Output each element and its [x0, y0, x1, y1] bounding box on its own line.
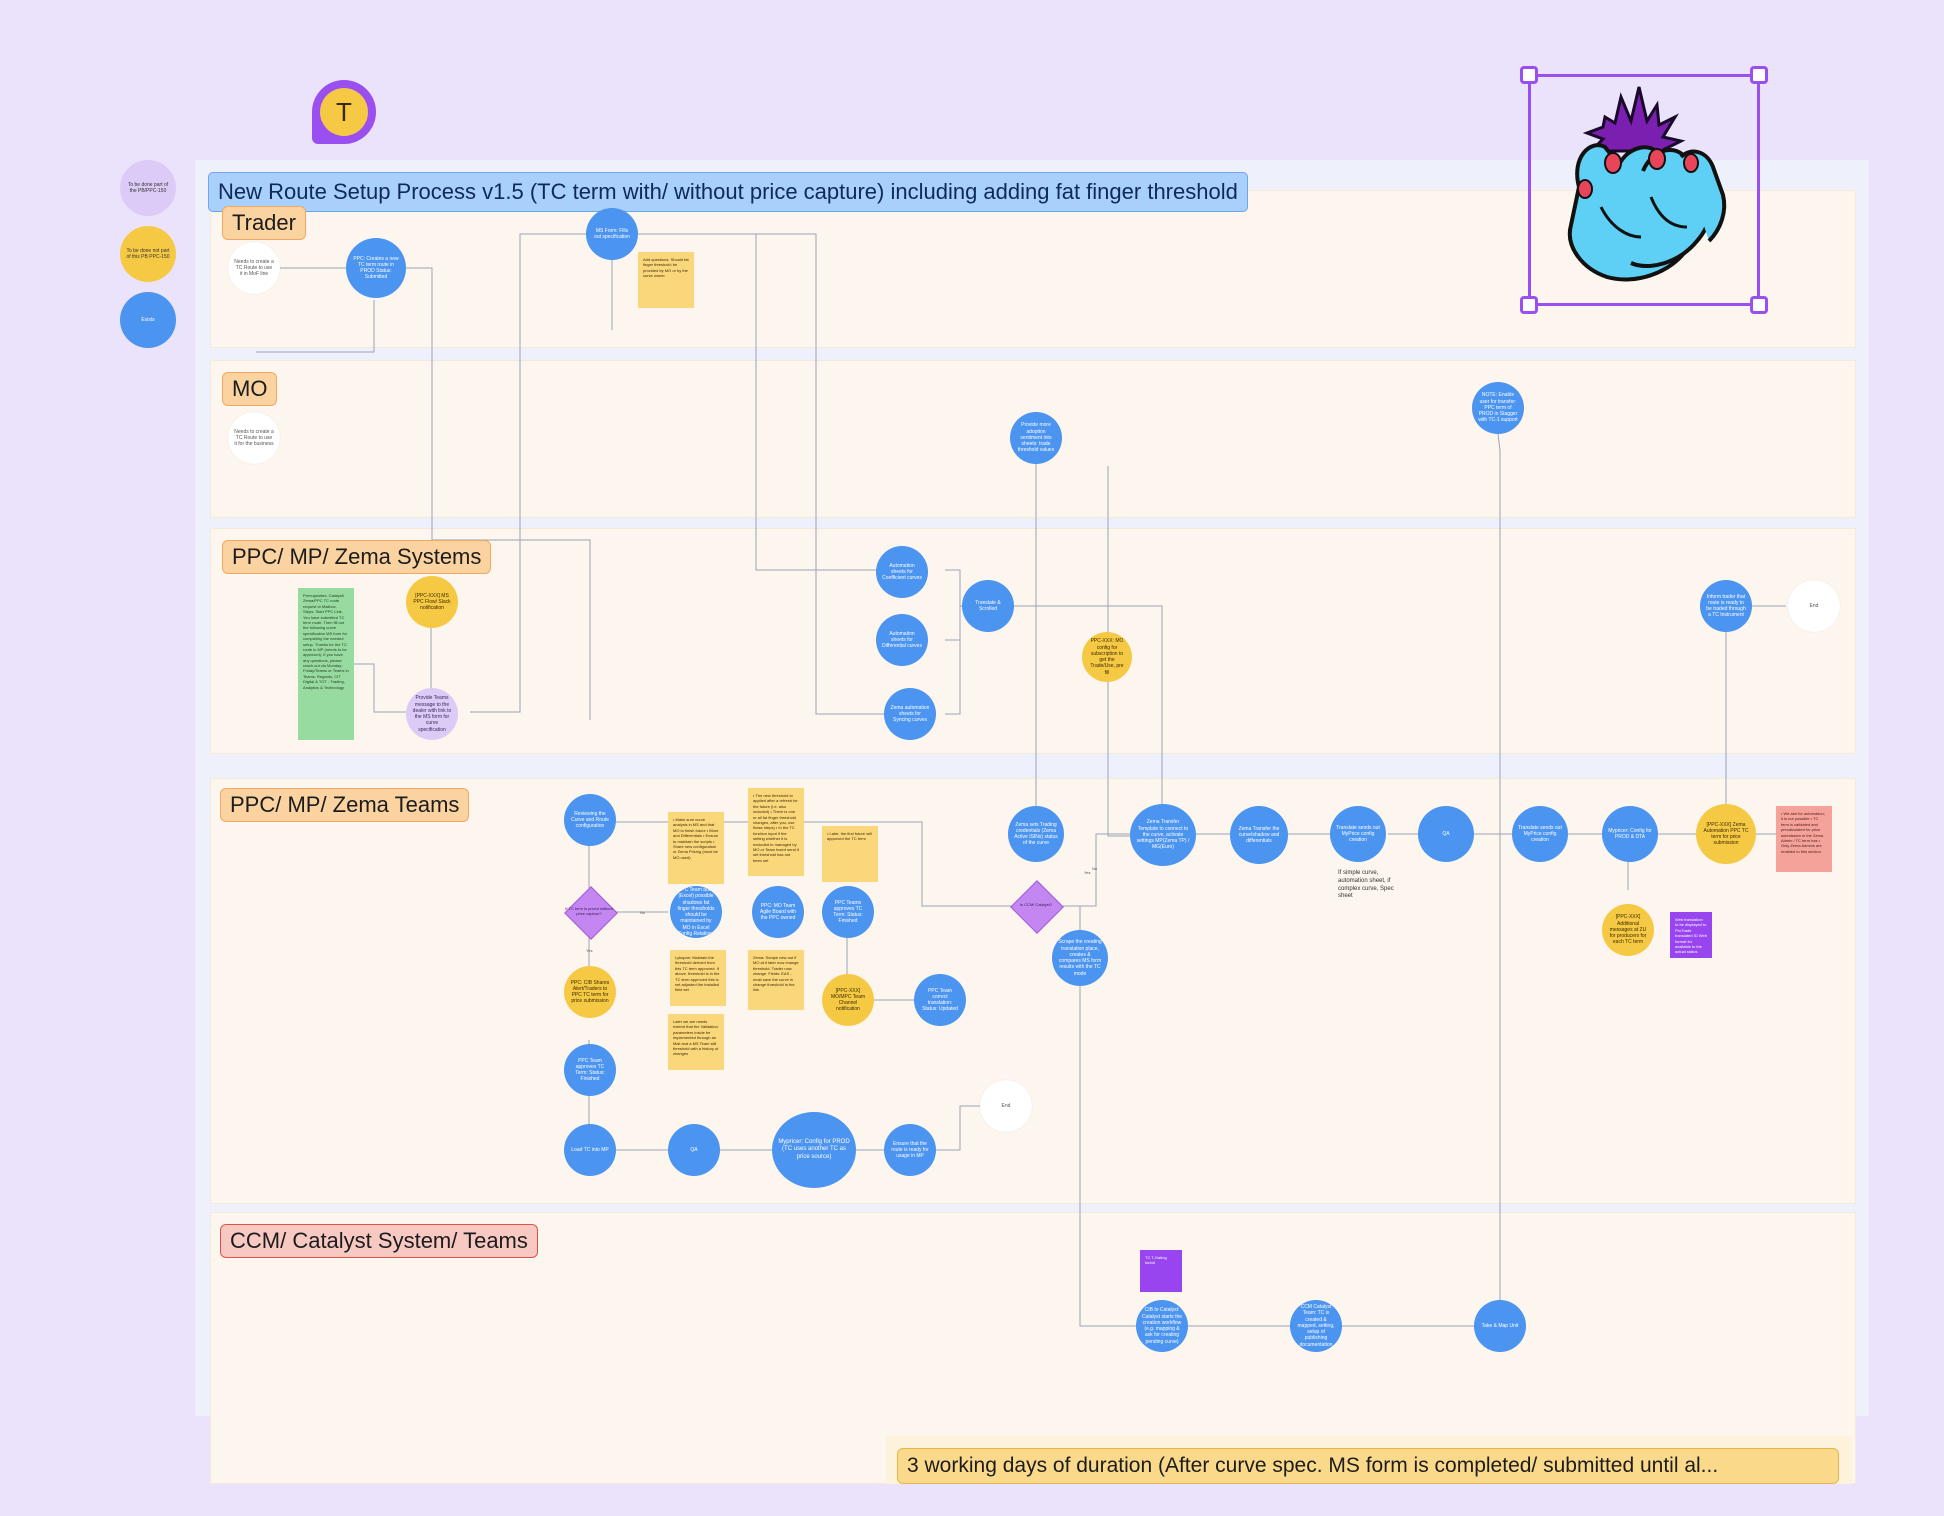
node-mo-provide[interactable]: Provide more adoption sentiment into she…: [1010, 412, 1062, 464]
node-auto-coeff[interactable]: Automation sheets for Coefficient curves: [876, 546, 928, 598]
node-mypricer[interactable]: Mypricer: Config for PROD (TC uses anoth…: [772, 1112, 856, 1188]
node-qa-2[interactable]: QA: [1418, 806, 1474, 862]
node-zema-trans[interactable]: Zema Transfer the curve/shadow and diffe…: [1230, 806, 1288, 864]
node-mo-start[interactable]: Needs to create a TC Route to use it for…: [228, 412, 280, 464]
page-title: New Route Setup Process v1.5 (TC term wi…: [208, 172, 1248, 212]
node-teams-yes[interactable]: PPC: CIB Shares Alert/Traders to PPC TC …: [564, 966, 616, 1018]
node-mypricer-cfg[interactable]: Mypricer: Config for PROD & DTA: [1602, 806, 1658, 862]
resize-handle-se[interactable]: [1750, 296, 1768, 314]
clapping-hands-sticker[interactable]: [1531, 77, 1757, 303]
node-teams-start[interactable]: Reviewing the Curve and Route configurat…: [564, 794, 616, 846]
node-scrape-cols[interactable]: Scrape the creating translation place, c…: [1052, 930, 1108, 986]
node-zema-auto[interactable]: Zema automation sheets for Syncing curve…: [884, 688, 936, 740]
node-sys-route[interactable]: Provide Teams message to the dealer with…: [406, 688, 458, 740]
lane-label-teams: PPC/ MP/ Zema Teams: [220, 788, 470, 822]
node-zema-tc[interactable]: Zema Transfer Template to connect to the…: [1130, 804, 1196, 866]
footer-duration: 3 working days of duration (After curve …: [897, 1448, 1839, 1484]
legend-exists: Exists: [120, 292, 176, 348]
note-teams-5[interactable]: Zema: Scrape new out if MO at it later n…: [748, 950, 804, 1010]
decision-ccm-label: Is CCM/ Catalyst?: [1019, 902, 1053, 907]
edge-label-yes-2: Yes: [586, 948, 593, 953]
node-auto-diff[interactable]: Automation sheets for Differential curve…: [876, 614, 928, 666]
node-qa-mid[interactable]: Translate sends out MyPrice config creat…: [1330, 806, 1386, 862]
lane-label-trader: Trader: [222, 206, 306, 240]
node-ms-form[interactable]: MS Form: Fills out specification: [586, 208, 638, 260]
note-teams-6[interactable]: Later we are needs extend that the Valid…: [668, 1014, 724, 1070]
node-ppc-adds[interactable]: PPC Team adds (Excel) possible shadows f…: [670, 886, 722, 938]
node-end-1[interactable]: End: [1788, 580, 1840, 632]
node-trader-start[interactable]: Needs to create a TC Route to use it in …: [228, 242, 280, 294]
note-teams-2[interactable]: • The new threshold to applied after a r…: [748, 788, 804, 876]
node-ensure[interactable]: Ensure that the route is ready for usage…: [884, 1124, 936, 1176]
node-ccm-2[interactable]: CCM Catalyst Team: TC is created & mappe…: [1290, 1300, 1342, 1352]
node-teams-approve[interactable]: PPC Teams approves TC Term: Status: Fini…: [822, 886, 874, 938]
legend-to-be-done: To be done part of the PB/PPC-150: [120, 160, 176, 216]
node-ppc-agile[interactable]: PPC: MO Team Agile Board with the PPC ow…: [752, 886, 804, 938]
note-purple[interactable]: Web translation to be displayed to ProTr…: [1670, 912, 1712, 958]
decision-price-capture-label: If TC term is priced without price captu…: [565, 906, 613, 916]
node-zema-trading[interactable]: Zema sets Trading credentials (Zema Acti…: [1008, 806, 1064, 862]
resize-handle-ne[interactable]: [1750, 66, 1768, 84]
node-yellow-ppc[interactable]: [PPC-XXX] MO/MPC Team Channel notificati…: [822, 974, 874, 1026]
lane-label-ccm: CCM/ Catalyst System/ Teams: [220, 1224, 538, 1258]
note-teams-4[interactable]: Lykopan: Maintain the threshold derived …: [670, 950, 726, 1006]
lane-label-systems: PPC/ MP/ Zema Systems: [222, 540, 492, 574]
node-ppc-mo-yellow[interactable]: PPC-XXX: MO config for subscription to g…: [1082, 632, 1132, 682]
collaborator-avatar[interactable]: T: [312, 80, 376, 144]
selection-box[interactable]: [1528, 74, 1760, 306]
edge-label-yes: Yes: [1084, 870, 1091, 875]
node-sys-yellow[interactable]: [PPC-XXX] MS PPC Flow/ Slack notificatio…: [406, 576, 458, 628]
node-ccm-1[interactable]: CIB to Catalyst: Catalyst starts the cre…: [1136, 1300, 1188, 1352]
avatar-initial: T: [320, 88, 368, 136]
note-teams-3[interactable]: • Later, the first future will approved …: [822, 826, 878, 882]
node-load-tc[interactable]: Load TC into MP: [564, 1124, 616, 1176]
node-ppc-create[interactable]: PPC: Creates a new TC term route in PROD…: [346, 238, 406, 298]
resize-handle-nw[interactable]: [1520, 66, 1538, 84]
note-purple-ccm[interactable]: TC T-Gating forbid: [1140, 1250, 1182, 1292]
resize-handle-sw[interactable]: [1520, 296, 1538, 314]
lane-label-mo: MO: [222, 372, 278, 406]
note-trader-question[interactable]: Add questions: Should fat finger thresho…: [638, 252, 694, 308]
node-yellow-right[interactable]: [PPC-XXX] Zema Automation PPC TC term fo…: [1696, 804, 1756, 864]
node-right-top[interactable]: NOTE: Enable user for transfer: PPC term…: [1472, 382, 1524, 434]
node-teams-approve-2[interactable]: PPC Team approves TC Term: Status: Finis…: [564, 1044, 616, 1096]
node-ccm-3[interactable]: Take & Map Unit: [1474, 1300, 1526, 1352]
edge-label-no: No: [1092, 866, 1098, 871]
node-end-2[interactable]: End: [980, 1080, 1032, 1132]
node-yellow-mypricer[interactable]: [PPC-XXX] Additional messages at ZU for …: [1602, 904, 1654, 956]
node-qa-1[interactable]: QA: [668, 1124, 720, 1176]
note-teams-1[interactable]: • Make sure curve analysis in MS and tha…: [668, 812, 724, 884]
note-red-auto[interactable]: • We aim for automation; it is not possi…: [1776, 806, 1832, 872]
text-simple-curve: If simple curve, automation sheet, if co…: [1338, 870, 1394, 900]
legend-not-part: To be done not part of this PB PPC-150: [120, 226, 176, 282]
node-ppc-check[interactable]: PPC Team correct translation: Status: Up…: [914, 974, 966, 1026]
node-translate-sends[interactable]: Translate sends out MyPrice config creat…: [1512, 806, 1568, 862]
note-green-prereq[interactable]: Prerequisites: Catalyst/ Zema/PPC TC rou…: [298, 588, 354, 740]
node-translate[interactable]: Translate & Scrolled: [962, 580, 1014, 632]
edge-label-no-2: No: [640, 910, 646, 915]
node-sys-right[interactable]: Inform trader that route is ready to be …: [1700, 580, 1752, 632]
